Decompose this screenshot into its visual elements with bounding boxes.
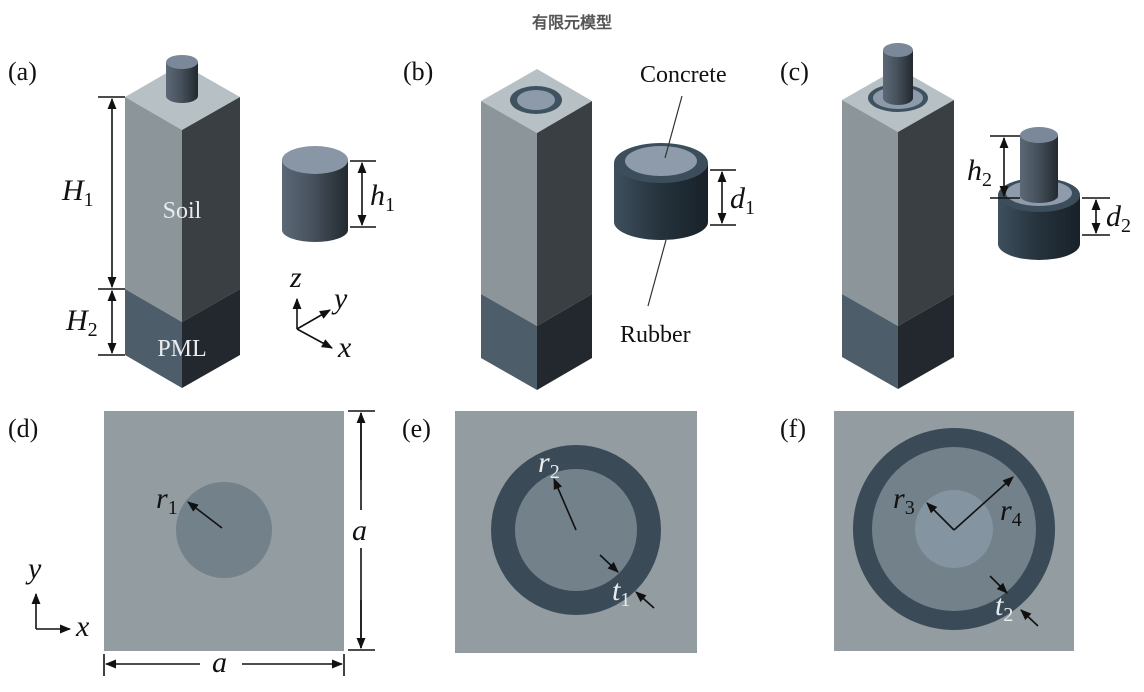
- soil-left-face: [125, 97, 182, 322]
- concrete-top: [517, 90, 555, 110]
- r1-arrow: [187, 501, 223, 529]
- svg-text:d1: d1: [730, 182, 755, 219]
- panel-d: (d) r1 a a y x: [8, 410, 375, 679]
- panel-c: (c) h2: [780, 43, 1131, 389]
- svg-text:H2: H2: [65, 304, 98, 341]
- axis-x-label: x: [337, 331, 352, 364]
- pml-label: PML: [157, 336, 206, 362]
- soil-label: Soil: [163, 198, 202, 224]
- panel-label-d: (d): [8, 414, 38, 443]
- pile-a: [166, 55, 198, 103]
- dimension-a-vertical: a: [348, 410, 375, 651]
- dimension-h1: h1: [350, 160, 395, 228]
- svg-text:t2: t2: [995, 589, 1013, 626]
- panel-label-e: (e): [402, 414, 431, 443]
- r1-label: r: [156, 482, 168, 515]
- isolation-unit-b: [614, 143, 708, 240]
- panel-label-f: (f): [780, 414, 806, 443]
- a-horizontal-label: a: [212, 646, 227, 679]
- t2-label: t: [995, 589, 1004, 622]
- concrete-leader-line: [664, 95, 683, 159]
- rubber-label: Rubber: [620, 322, 691, 348]
- soil-column-b: [481, 69, 592, 390]
- panel-e: (e) r2 t1: [402, 411, 697, 653]
- svg-text:d2: d2: [1106, 200, 1131, 237]
- t1-arrow-outer: [635, 591, 655, 609]
- r3-arrow: [926, 502, 955, 531]
- axis-y-label-d: y: [25, 552, 42, 585]
- panel-label-c: (c): [780, 57, 809, 86]
- pml-right-face: [182, 289, 240, 388]
- pml-left-face: [125, 289, 182, 388]
- r3-label: r: [893, 482, 905, 515]
- axes-2d-icon: y x: [25, 552, 90, 643]
- a-vertical-label: a: [352, 514, 367, 547]
- soil-right-face: [182, 97, 240, 322]
- r4-arrow: [953, 476, 1014, 531]
- axis-y-label: y: [331, 282, 348, 315]
- t1-arrow-inner: [599, 554, 619, 573]
- svg-text:t1: t1: [612, 574, 630, 611]
- dimension-d1: d1: [710, 169, 755, 226]
- t2-arrow-inner: [989, 575, 1008, 594]
- h2-label: h: [967, 154, 982, 187]
- dimension-h2: h2: [967, 135, 1020, 199]
- panel-b: (b) Concrete Rubber d1: [403, 57, 755, 390]
- rubber-leader-line: [647, 239, 667, 307]
- axis-x-label-d: x: [75, 610, 90, 643]
- dimension-d2: d2: [1082, 197, 1131, 237]
- svg-text:h2: h2: [967, 154, 992, 191]
- soil-column-a: [125, 64, 240, 388]
- H1-label: H: [61, 174, 86, 207]
- svg-text:r1: r1: [156, 482, 178, 519]
- svg-text:h1: h1: [370, 179, 395, 216]
- panel-label-b: (b): [403, 57, 433, 86]
- isolation-unit-c: [998, 127, 1080, 260]
- panel-f: (f) r3 r4 t2: [780, 411, 1074, 651]
- d2-label: d: [1106, 200, 1122, 233]
- concrete-label: Concrete: [640, 62, 727, 88]
- panel-label-a: (a): [8, 57, 37, 86]
- d1-label: d: [730, 182, 746, 215]
- r2-arrow: [553, 477, 577, 531]
- H2-label: H: [65, 304, 90, 337]
- pile-detail-a: [282, 146, 348, 242]
- pile-plan-d: [176, 482, 272, 578]
- axes-3d-icon: z y x: [289, 261, 352, 364]
- soil-column-c: [842, 68, 954, 389]
- svg-text:r4: r4: [1000, 494, 1022, 531]
- pile-c: [883, 43, 913, 105]
- dimension-a-horizontal: a: [103, 646, 345, 679]
- dimension-H1: H1: [61, 96, 125, 290]
- r4-label: r: [1000, 494, 1012, 527]
- t2-arrow-outer: [1020, 609, 1039, 627]
- t1-label: t: [612, 574, 621, 607]
- svg-text:H1: H1: [61, 174, 94, 211]
- dimension-H2: H2: [65, 289, 125, 356]
- h1-label: h: [370, 179, 385, 212]
- axis-z-label: z: [289, 261, 302, 294]
- svg-text:r3: r3: [893, 482, 915, 519]
- r2-label: r: [538, 446, 550, 479]
- figure-title: 有限元模型: [531, 13, 612, 32]
- panel-a: (a) Soil PML H1 H2: [8, 55, 395, 388]
- svg-text:r2: r2: [538, 446, 560, 483]
